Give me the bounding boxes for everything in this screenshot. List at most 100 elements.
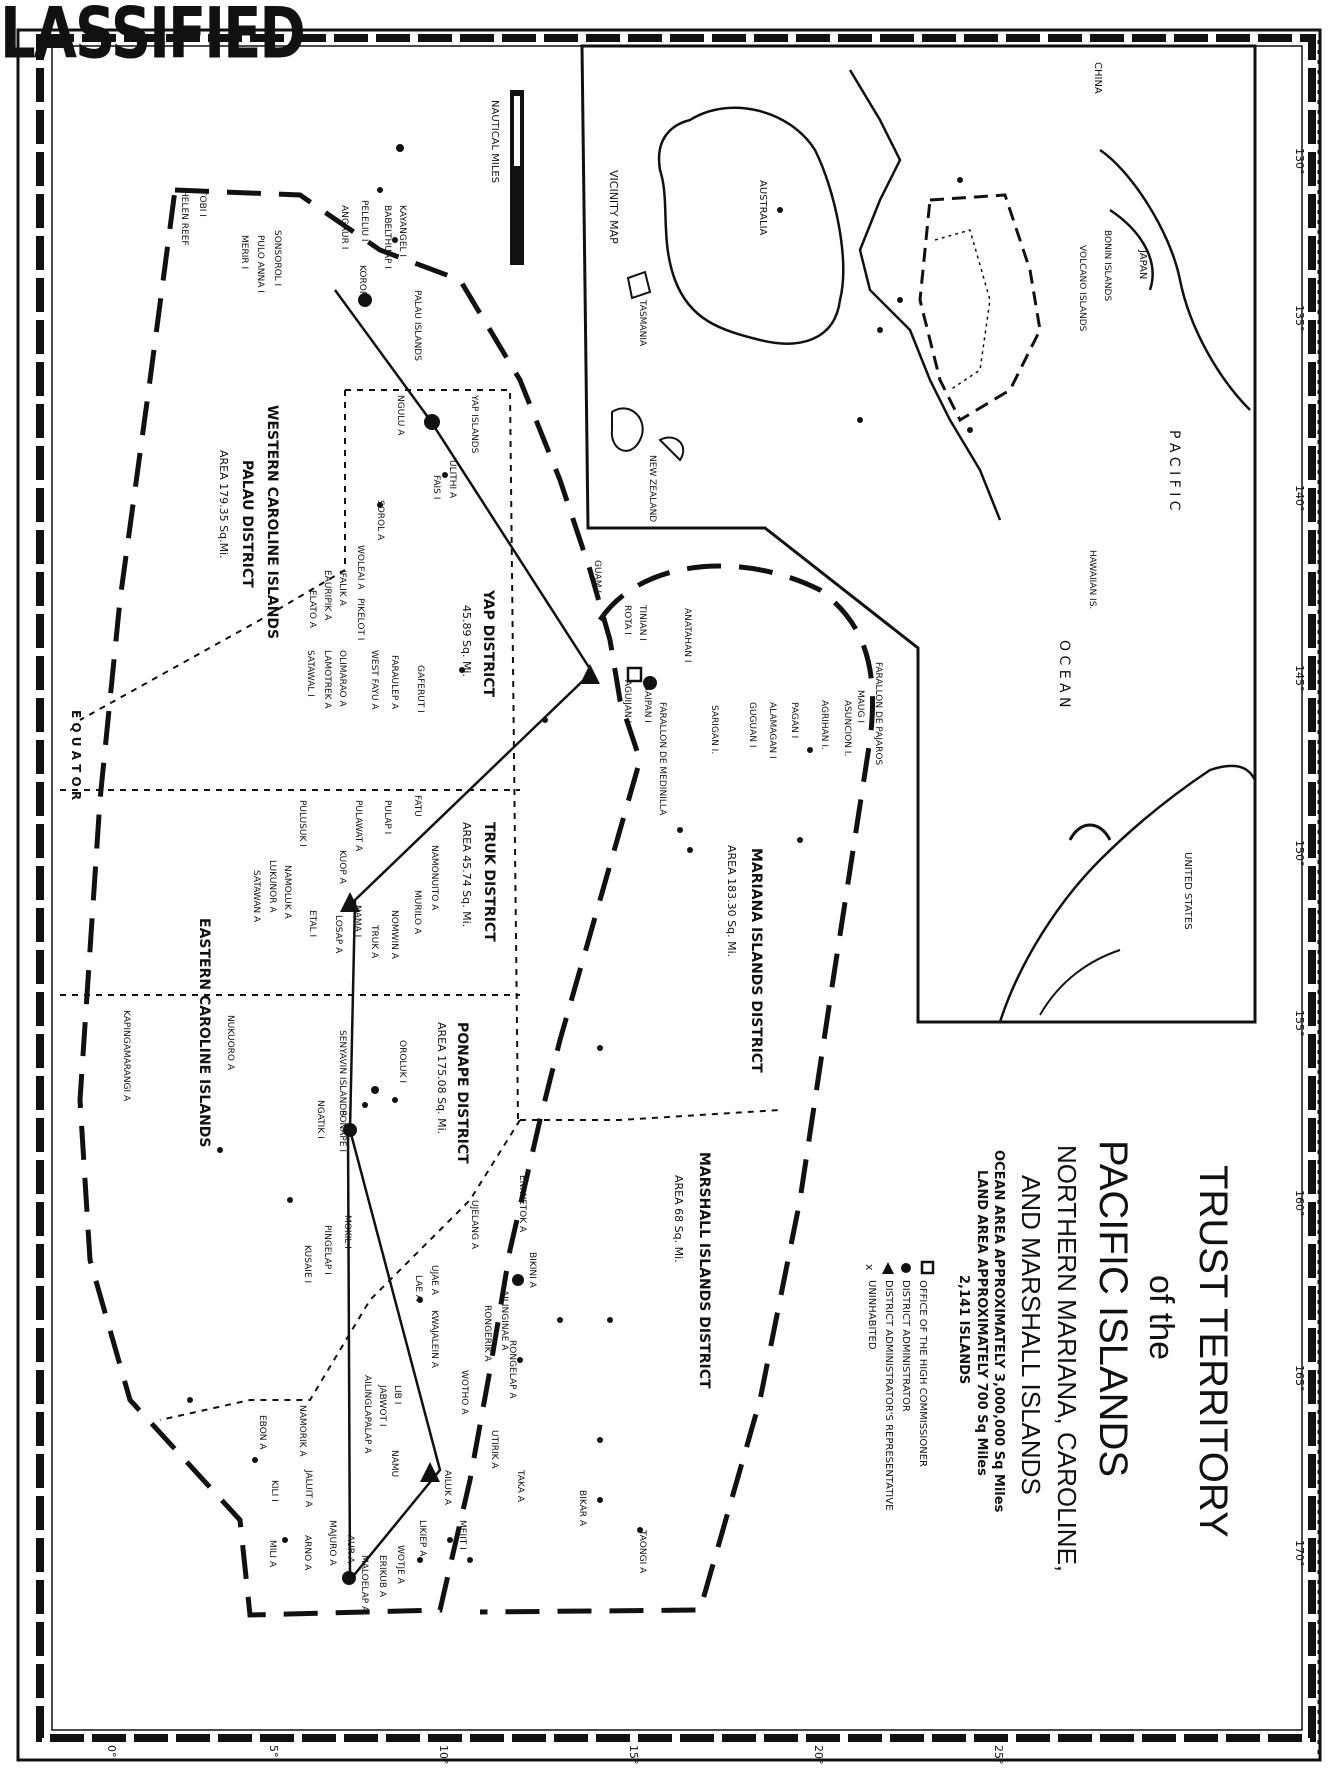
- latitude-20: 20°: [812, 1745, 825, 1765]
- united-states-label: UNITED STATES: [1182, 852, 1193, 930]
- label-namu: NAMU: [389, 1450, 399, 1477]
- label-alamagan: ALAMAGAN I: [767, 702, 777, 759]
- label-olimarao: OLIMARAO A: [337, 650, 347, 708]
- label-rongelap: RONGELAP A: [507, 1340, 517, 1399]
- truk-district-area: AREA 45.74 Sq. Mi.: [460, 822, 473, 927]
- marshall-district-name: MARSHALL ISLANDS DISTRICT: [696, 1152, 712, 1389]
- palau-district-area: AREA 179.35 Sq.Mi.: [217, 450, 230, 559]
- asia-coast: [848, 69, 1002, 521]
- label-kayangel: KAYANGEL I: [397, 205, 407, 257]
- label-peleliu: PELELIU I: [359, 200, 369, 242]
- label-wotje: WOTJE A: [395, 1545, 405, 1585]
- china-label: CHINA: [1092, 62, 1103, 94]
- label-lib: LIB I: [392, 1385, 402, 1404]
- label-jabwot: JABWOT I: [377, 1384, 387, 1427]
- label-etal: ETAL I: [307, 910, 317, 937]
- ponape-district-area: AREA 175.08 Sq. Mi.: [435, 1022, 448, 1134]
- label-tobi: TOBI I: [197, 189, 207, 217]
- label-majuro: MAJURO A: [327, 1520, 337, 1566]
- label-namoluk: NAMOLUK A: [282, 865, 292, 920]
- label-lukunor: LUKUNOR A: [267, 860, 277, 913]
- label-ifalik: IFALIK A: [337, 570, 347, 607]
- title-line5: AND MARSHALL ISLANDS: [1016, 1175, 1046, 1495]
- volcano-label: VOLCANO ISLANDS: [1077, 245, 1087, 332]
- label-ulithi: ULITHI A: [447, 460, 457, 499]
- label-woleai: WOLEAI A: [355, 545, 365, 590]
- label-ngatik: NGATIK I: [315, 1100, 325, 1139]
- label-eauripik: EAURIPIK A: [322, 570, 332, 621]
- label-taongi: TAONGI A: [637, 1529, 647, 1574]
- label-sarigan: SARIGAN I.: [709, 705, 719, 754]
- label-mili: MILI A: [267, 1540, 277, 1568]
- district-borders: [60, 389, 781, 1421]
- label-agrihan: AGRIHAN I.: [819, 700, 829, 750]
- japan-label: JAPAN: [1137, 249, 1148, 279]
- label-tinian: TINIAN I: [637, 604, 647, 641]
- eastern-caroline-name: EASTERN CAROLINE ISLANDS: [196, 918, 212, 1148]
- label-lae: LAE A: [413, 1275, 423, 1302]
- island-count: 2,141 ISLANDS: [956, 1275, 971, 1384]
- label-nomwin: NOMWIN A: [389, 910, 399, 960]
- label-nama: NAMA I: [352, 905, 362, 937]
- longitude-155: 155°: [1293, 1010, 1306, 1037]
- label-babelthuap: BABELTHUAP I: [382, 205, 392, 269]
- bonin-label: BONIN ISLANDS: [1102, 230, 1112, 301]
- label-eniwetok: ENIWETOK A: [517, 1175, 527, 1233]
- title-line2: of the: [1142, 1275, 1180, 1360]
- label-fatu: FATU: [412, 795, 422, 817]
- label-ailinglapalap: AILINGLAPALAP A: [362, 1375, 372, 1454]
- label-satawal: SATAWAL I: [305, 650, 315, 697]
- legend-rep: DISTRICT ADMINISTRATOR'S REPRESENTATIVE: [883, 1280, 894, 1510]
- label-kusaie: KUSAIE I: [302, 1245, 312, 1283]
- latitude-15: 15°: [627, 1745, 640, 1765]
- label-rota: ROTA I: [622, 605, 632, 635]
- label-bikini: BIKINI A: [527, 1252, 537, 1289]
- label-nukuoro: NUKUORO A: [225, 1015, 235, 1071]
- pacific-label: P A C I F I C: [1166, 430, 1182, 511]
- label-jaluit: JALUIT A: [303, 1469, 313, 1508]
- palau-district-name: PALAU DISTRICT: [239, 460, 255, 588]
- label-merir: MERIR I: [239, 235, 249, 269]
- hawaiian-label: HAWAIIAN IS.: [1087, 550, 1097, 609]
- longitude-140: 140°: [1293, 485, 1306, 512]
- australia-outline: [657, 106, 845, 345]
- label-ngulu: NGULU A: [395, 395, 405, 436]
- ponape-district-name: PONAPE DISTRICT: [454, 1022, 470, 1164]
- longitude-160: 160°: [1293, 1190, 1306, 1217]
- title-line1: TRUST TERRITORY: [1191, 1165, 1235, 1538]
- label-pulawat: PULAWAT A: [353, 800, 363, 852]
- longitude-labels: 130° 135° 140° 145° 150° 155° 160° 165° …: [1293, 148, 1306, 1567]
- label-yap-islands: YAP ISLANDS: [469, 394, 479, 454]
- ocean-area: OCEAN AREA APPROXIMATELY 3,000,000 Sq Mi…: [991, 1150, 1006, 1513]
- new-zealand-label: NEW ZEALAND: [647, 455, 657, 522]
- longitude-130: 130°: [1293, 148, 1306, 175]
- label-sonsorol: SONSOROL I: [272, 230, 282, 286]
- longitude-145: 145°: [1293, 665, 1306, 692]
- vicinity-map-inset: [580, 44, 1257, 1024]
- label-taka: TAKA A: [515, 1469, 525, 1503]
- truk-district-name: TRUK DISTRICT: [481, 822, 497, 942]
- latitude-5: 5°: [267, 1745, 280, 1758]
- label-aur: AUR A: [345, 1535, 355, 1564]
- label-kwajalein: KWAJALEIN A: [429, 1310, 439, 1369]
- label-gaferut: GAFERUT I: [415, 665, 425, 713]
- longitude-150: 150°: [1293, 840, 1306, 867]
- new-zealand-outline: [610, 407, 644, 452]
- island-dots: [187, 144, 973, 1563]
- label-utirik: UTIRIK A: [489, 1430, 499, 1469]
- label-maug: MAUG I: [855, 690, 865, 723]
- label-asuncion: ASUNCION I.: [842, 700, 852, 756]
- label-arno: ARNO A: [302, 1535, 312, 1571]
- label-pulap: PULAP I: [382, 800, 392, 834]
- label-ebon: EBON A: [257, 1415, 267, 1450]
- legend: OFFICE OF THE HIGH COMMISSIONER DISTRICT…: [863, 1260, 935, 1510]
- label-ailuk: AILUK A: [442, 1470, 452, 1506]
- label-namorik: NAMORIK A: [297, 1405, 307, 1457]
- label-guguan: GUGUAN I: [747, 702, 757, 748]
- label-murilo: MURILO A: [412, 890, 422, 935]
- label-elato: ELATO A: [307, 590, 317, 629]
- longitude-165: 165°: [1293, 1365, 1306, 1392]
- mariana-district-name: MARIANA ISLANDS DISTRICT: [748, 848, 764, 1073]
- label-senyavin: SENYAVIN ISLANDS: [337, 1030, 347, 1116]
